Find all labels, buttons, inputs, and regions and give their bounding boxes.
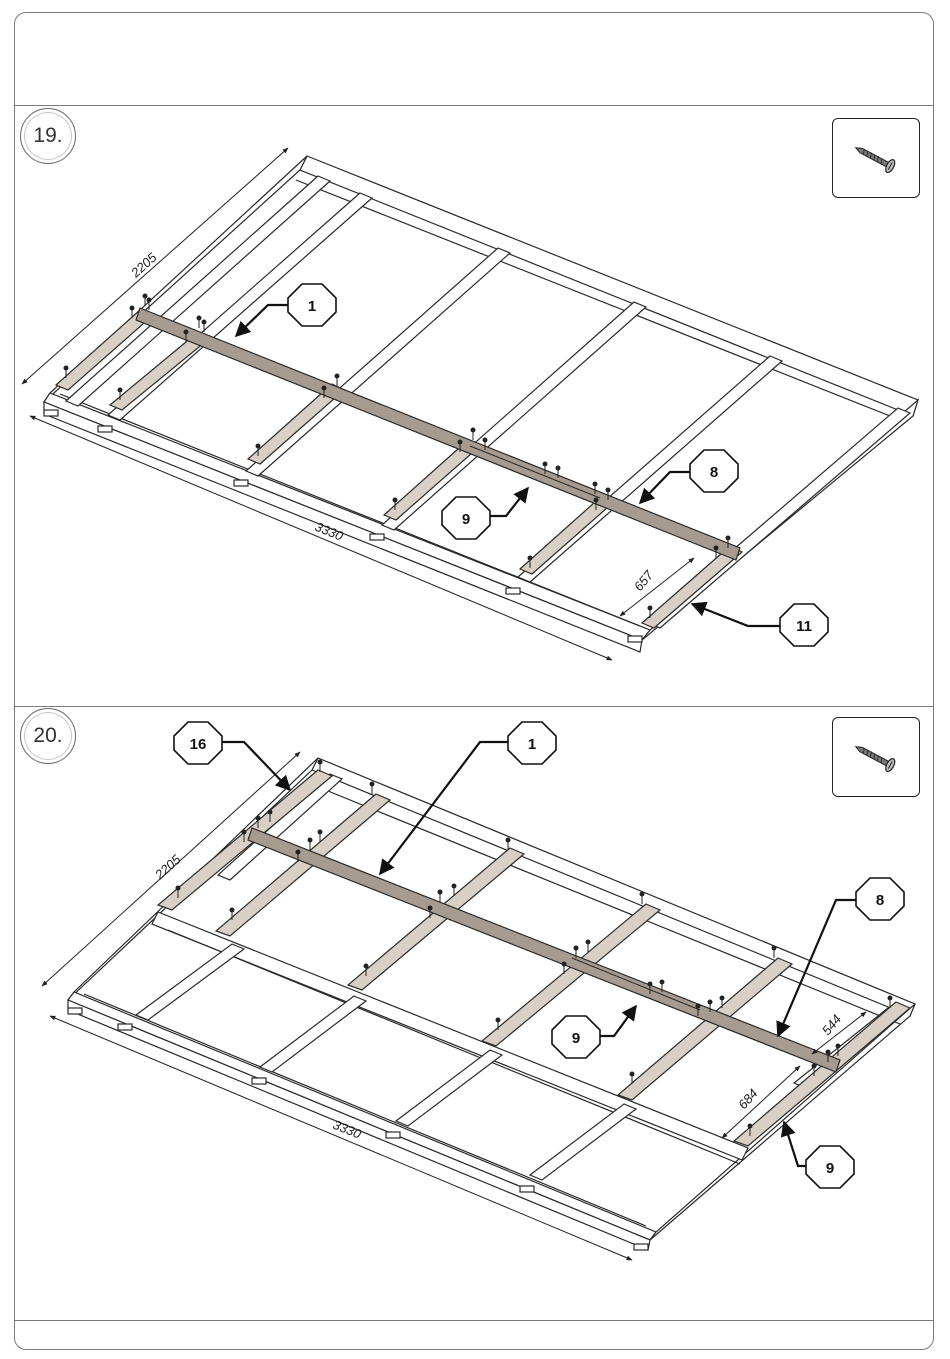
step-20-callout-9-lower: 9 — [784, 1122, 854, 1188]
callout-11-label: 11 — [796, 618, 812, 635]
callout-9-label: 9 — [462, 511, 470, 528]
callout-16-label: 16 — [190, 736, 207, 753]
callout-1-label: 1 — [528, 736, 536, 753]
step-19-callout-11: 11 — [692, 604, 828, 646]
step-19-callout-9: 9 — [442, 488, 528, 539]
step-20-callout-9: 9 — [552, 1006, 636, 1058]
callout-1-label: 1 — [308, 298, 316, 315]
step-20-callout-16: 16 — [174, 722, 290, 790]
step-20-width-dim: 2205 — [151, 851, 184, 883]
step-20-spacing-b-dim: 544 — [819, 1012, 844, 1038]
callout-9-label: 9 — [572, 1030, 580, 1047]
step-20-spacing-a-dim: 684 — [735, 1086, 761, 1112]
step-19-long-beam — [136, 308, 740, 560]
step-20-floor-frame — [68, 758, 915, 1250]
callout-9-lower-label: 9 — [826, 1160, 834, 1177]
callout-8-label: 8 — [710, 464, 718, 481]
step-19-floor-frame — [44, 156, 918, 652]
callout-8-label: 8 — [876, 892, 884, 909]
